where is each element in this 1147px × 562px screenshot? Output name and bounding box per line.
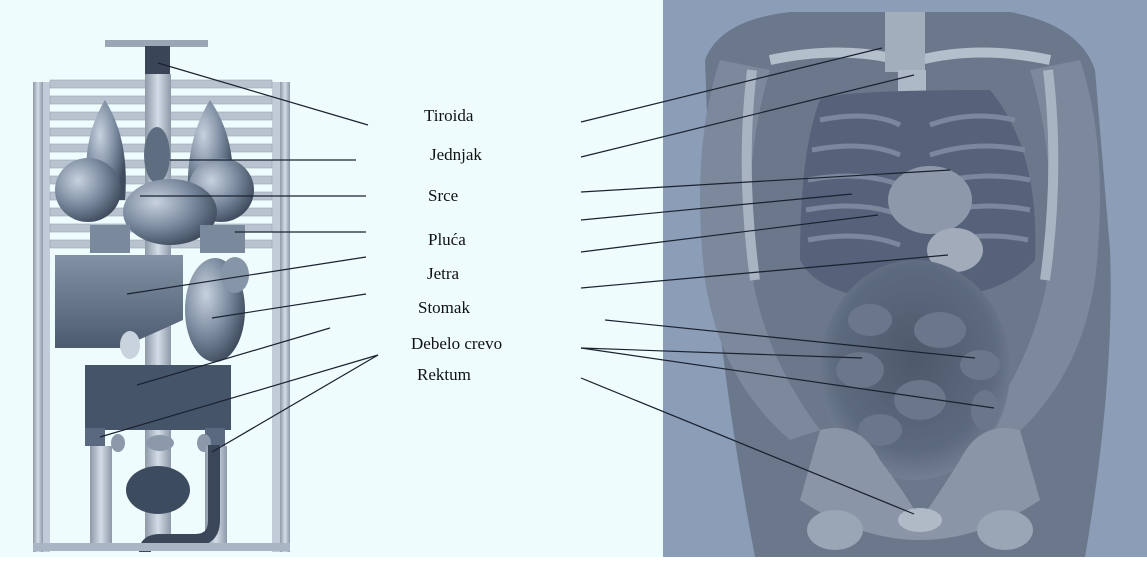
label-esophagus: Jednjak <box>430 145 482 165</box>
label-stomach: Stomak <box>418 298 470 318</box>
voxel-model <box>700 12 1111 557</box>
label-thyroid: Tiroida <box>424 106 473 126</box>
label-heart: Srce <box>428 186 458 206</box>
label-colon: Debelo crevo <box>411 334 502 354</box>
label-rectum: Rektum <box>417 365 471 385</box>
label-liver: Jetra <box>427 264 459 284</box>
label-lungs: Pluća <box>428 230 466 250</box>
